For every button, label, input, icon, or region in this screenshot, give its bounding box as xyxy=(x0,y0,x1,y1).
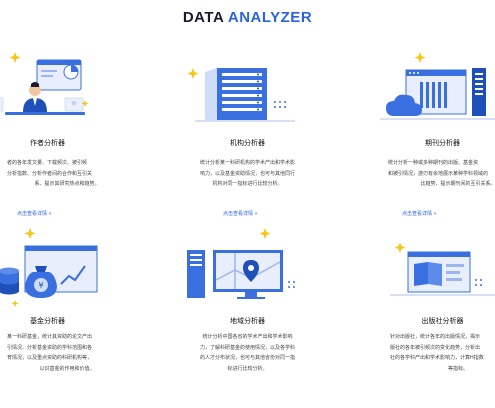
page-title: DATA ANALYZER xyxy=(0,9,495,26)
card-journal-analyzer[interactable]: 期刊分析器 统计分析一种或多种期刊的出版、基金资 和被引情况，游刃有余地展示某种… xyxy=(360,40,495,230)
card-author-analyzer[interactable]: 作者分析器 者的各年发文量、下载频次、被引频 分析指数、分析作者间的合作和互引关… xyxy=(0,40,130,230)
card-region-analyzer[interactable]: 地域分析器 统计分析中国各省的学术产出和学术影响 力，了解科研基金的使用情况，以… xyxy=(165,218,330,408)
card-description: 者的各年发文量、下载频次、被引频 分析指数、分析作者间的合作和互引关 系、提示其… xyxy=(7,160,100,187)
card-title: 出版社分析器 xyxy=(421,317,464,325)
sparkle-icon xyxy=(414,52,426,63)
dot-grid-icon xyxy=(288,281,295,288)
sparkle-icon xyxy=(187,68,199,79)
card-title: 期刊分析器 xyxy=(425,139,460,147)
card-title: 地域分析器 xyxy=(230,317,265,325)
journal-analyzer-illustration xyxy=(380,52,495,120)
sparkle-icon xyxy=(81,100,89,107)
dot-grid-icon xyxy=(274,101,286,108)
card-institution-analyzer[interactable]: 机构分析器 统计分析某一科研机构的学术产出和学术影 响力，以及基金资助情况，也可… xyxy=(165,40,330,230)
author-analyzer-illustration xyxy=(0,52,89,115)
sparkle-icon xyxy=(259,228,271,239)
region-analyzer-illustration xyxy=(187,228,295,299)
title-part-data: DATA xyxy=(182,9,224,26)
fund-analyzer-illustration: ¥ xyxy=(0,228,98,307)
view-details-link[interactable]: 点击查看详情 » xyxy=(17,211,52,217)
view-details-link[interactable]: 点击查看详情 » xyxy=(402,211,437,217)
svg-text:¥: ¥ xyxy=(38,281,43,290)
card-description: 某一科研基金，统计其资助的论文产出 引情况、分析基金资助的学科范围和各 育情况，… xyxy=(7,334,95,372)
card-description: 统计分析某一科研机构的学术产出和学术影 响力，以及基金资助情况，也可与其他同行 … xyxy=(199,160,295,187)
sparkle-icon xyxy=(9,52,21,63)
card-title: 机构分析器 xyxy=(230,139,265,147)
institution-analyzer-illustration xyxy=(187,68,295,122)
map-pin-icon xyxy=(243,260,259,282)
card-publisher-analyzer[interactable]: 出版社分析器 针对出版社，统计各年的出版情况，揭示 版社的各年被引频次的变化趋势… xyxy=(360,218,495,408)
person-icon xyxy=(23,82,47,112)
sparkle-icon xyxy=(24,228,36,239)
card-fund-analyzer[interactable]: ¥ 基金分析器 某一科研基金，统计其资助的论文产出 引情况、分析基金资助的学科范… xyxy=(0,218,130,408)
publisher-analyzer-illustration xyxy=(390,242,495,296)
card-description: 统计分析中国各省的学术产出和学术影响 力，了解科研基金的使用情况，以及各学科 的… xyxy=(199,334,295,372)
money-bag-icon: ¥ xyxy=(25,266,57,298)
sparkle-icon xyxy=(394,242,406,253)
title-part-analyzer: ANALYZER xyxy=(227,9,313,26)
coin-stack-icon xyxy=(0,267,19,295)
card-title: 基金分析器 xyxy=(30,317,65,325)
view-details-link[interactable]: 点击查看详情 » xyxy=(223,211,258,217)
book-icon xyxy=(414,262,442,286)
sparkle-icon xyxy=(11,300,19,307)
card-description: 统计分析一种或多种期刊的出版、基金资 和被引情况，游刃有余地展示某种学科领域的 … xyxy=(388,160,495,187)
card-title: 作者分析器 xyxy=(30,139,65,147)
dot-grid-icon xyxy=(475,279,482,286)
cloud-icon xyxy=(386,94,422,116)
card-description: 针对出版社，统计各年的出版情况，揭示 版社的各年被引频次的变化趋势，分析出 社的… xyxy=(390,334,484,372)
